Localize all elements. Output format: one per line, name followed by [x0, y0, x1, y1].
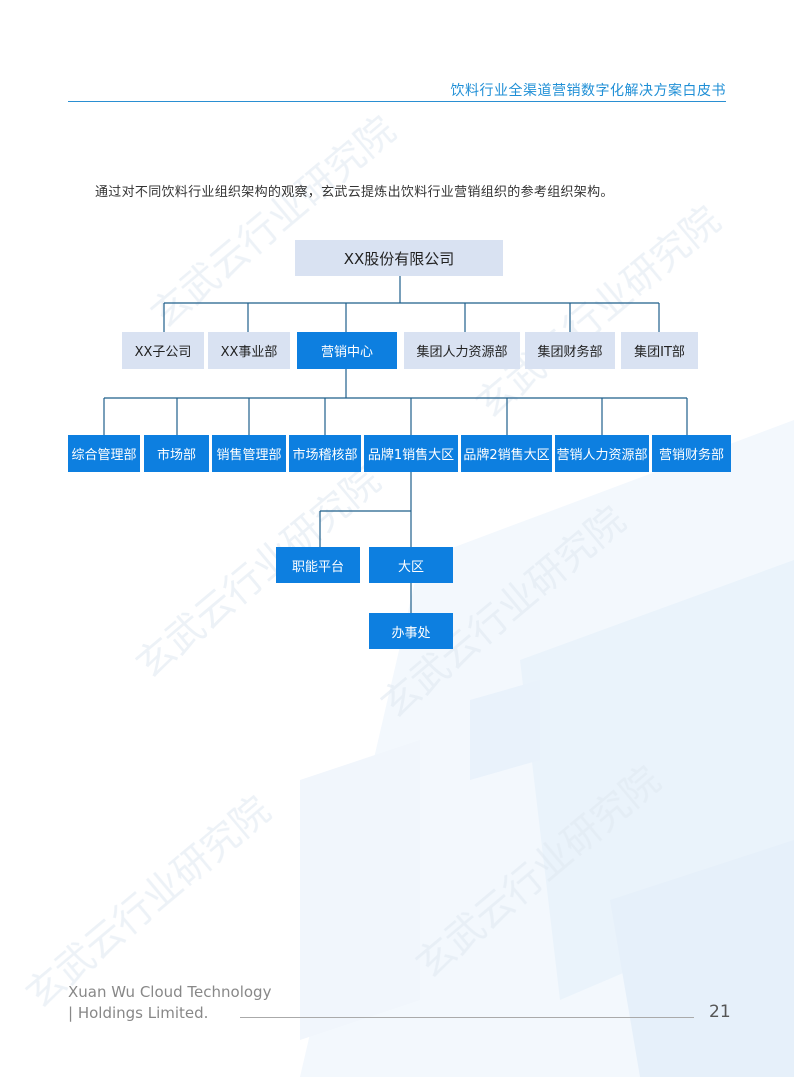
footer-company-name: Xuan Wu Cloud Technology | Holdings Limi… [68, 982, 271, 1024]
org-node-functional-platform: 职能平台 [276, 547, 360, 583]
org-node-sales-management: 销售管理部 [212, 435, 286, 472]
org-node-market-audit: 市场稽核部 [289, 435, 361, 472]
page-number: 21 [709, 1002, 731, 1022]
org-node-business-division: XX事业部 [208, 332, 290, 369]
footer-divider [240, 1017, 694, 1018]
org-node-group-it: 集团IT部 [621, 332, 698, 369]
org-node-marketing-center: 营销中心 [297, 332, 397, 369]
org-node-market-dept: 市场部 [144, 435, 209, 472]
org-node-office: 办事处 [369, 613, 453, 649]
org-node-subsidiary: XX子公司 [122, 332, 204, 369]
org-node-group-hr: 集团人力资源部 [404, 332, 520, 369]
footer-company-line1: Xuan Wu Cloud Technology [68, 983, 272, 1001]
org-node-region: 大区 [369, 547, 453, 583]
org-node-brand1-sales-region: 品牌1销售大区 [364, 435, 458, 472]
document-title: 饮料行业全渠道营销数字化解决方案白皮书 [450, 83, 726, 99]
intro-paragraph: 通过对不同饮料行业组织架构的观察，玄武云提炼出饮料行业营销组织的参考组织架构。 [95, 185, 614, 200]
footer-company-line2: | Holdings Limited. [68, 1004, 209, 1022]
org-node-group-finance: 集团财务部 [525, 332, 615, 369]
org-node-marketing-hr: 营销人力资源部 [555, 435, 649, 472]
org-node-brand2-sales-region: 品牌2销售大区 [461, 435, 552, 472]
org-node-marketing-finance: 营销财务部 [652, 435, 731, 472]
org-node-general-admin: 综合管理部 [68, 435, 140, 472]
header-divider [68, 101, 726, 102]
org-node-root: XX股份有限公司 [295, 240, 503, 276]
